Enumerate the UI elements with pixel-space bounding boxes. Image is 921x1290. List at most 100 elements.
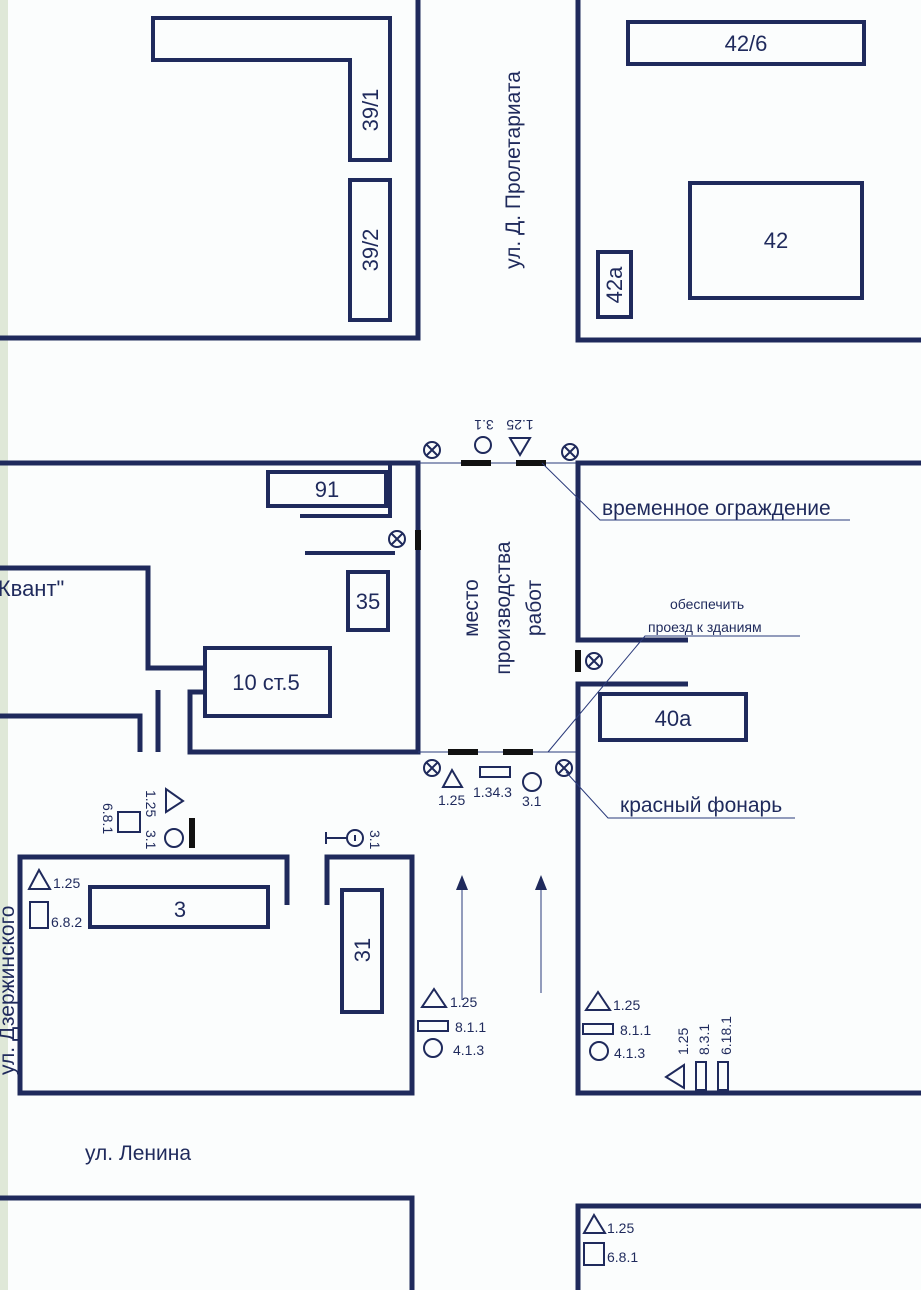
building-31-label: 31 [350, 938, 375, 962]
street-lenina-label: ул. Ленина [85, 1142, 191, 1165]
red-lamp-icon [585, 652, 603, 670]
sign-label: 3.1 [143, 830, 159, 850]
building-31 [340, 888, 384, 1014]
building-40a-label: 40а [655, 706, 692, 731]
building-39-2 [348, 178, 392, 322]
block-bottom-left: 3 31 1.25 6.8.2 [17, 854, 415, 1096]
red-lamp-icon [561, 443, 579, 461]
building-10-st5-label: 10 ст.5 [232, 670, 300, 695]
red-lamp-icon [388, 530, 406, 548]
signs-middle: 1.25 8.1.1 4.1.3 [417, 987, 486, 1058]
signs-right: 1.25 8.1.1 4.1.3 1.25 8.3.1 6.18.1 [582, 990, 734, 1091]
building-35 [346, 570, 390, 632]
sign-label: 1.25 [675, 1028, 691, 1055]
callouts: временное ограждение обеспечить проезд к… [541, 462, 850, 819]
sign-label: 6.8.1 [607, 1249, 638, 1265]
arrow-up-icon [456, 875, 468, 890]
callout-red-lamp: красный фонарь [620, 794, 782, 817]
sign-label: 1.25 [506, 417, 533, 433]
red-lamp-icon [423, 441, 441, 459]
circle-sign-icon [522, 772, 542, 792]
block-bottom: 1.25 6.8.1 [0, 1195, 921, 1290]
sign-label: 6.8.1 [100, 803, 116, 834]
building-42-6 [626, 20, 866, 66]
sign-label: 1.25 [53, 875, 80, 891]
street-dzerzhinskogo-label: ул. Дзержинского [0, 906, 19, 1076]
circle-sign-icon [474, 436, 492, 454]
red-lamp-icon [423, 759, 441, 777]
building-3 [88, 885, 270, 929]
signs-work-zone-bottom: 1.25 1.34.3 3.1 [438, 766, 542, 809]
sign-label: 3.1 [474, 417, 494, 433]
triangle-sign-icon [441, 767, 464, 788]
kvant-label: "Квант" [0, 576, 64, 601]
building-35-label: 35 [356, 589, 380, 614]
triangle-sign-icon [165, 787, 185, 814]
triangle-sign-icon [664, 1063, 685, 1090]
triangle-sign-icon [582, 1213, 607, 1234]
sign-label: 3.1 [522, 793, 542, 809]
sign-label: 8.1.1 [620, 1022, 651, 1038]
square-sign-icon [583, 1242, 605, 1266]
rect-sign-icon [695, 1061, 707, 1091]
square-sign-icon [117, 811, 141, 833]
triangle-sign-icon [584, 990, 612, 1011]
building-3-label: 3 [174, 897, 186, 922]
building-42a [596, 250, 633, 319]
building-42a-label: 42а [602, 266, 627, 303]
scan-edge [0, 0, 8, 1290]
sign-label: 3.1 [367, 830, 383, 850]
sign-label: 1.34.3 [473, 784, 512, 800]
sign-label: 1.25 [613, 997, 640, 1013]
sign-label: 8.3.1 [696, 1024, 712, 1055]
sign-label: 6.8.2 [51, 914, 82, 930]
street-proletariata-label: ул. Д. Пролетариата [502, 71, 525, 269]
circle-sign-icon [164, 828, 184, 848]
building-42-6-label: 42/6 [725, 31, 768, 56]
rect-sign-icon [717, 1061, 729, 1091]
sign-label: 4.1.3 [453, 1042, 484, 1058]
work-zone: место производства работ [415, 460, 581, 755]
building-91 [266, 470, 388, 508]
rect-sign-icon [582, 1023, 614, 1035]
work-zone-line1: место [460, 579, 483, 637]
signs-top: 3.1 1.25 [474, 417, 534, 457]
triangle-sign-icon [27, 867, 52, 890]
sign-label: 1.25 [450, 994, 477, 1010]
callout-temporary-fence: временное ограждение [602, 497, 831, 520]
circle-sign-icon [589, 1041, 609, 1061]
red-lamps [388, 441, 603, 777]
triangle-sign-icon [508, 437, 532, 457]
work-zone-line3: работ [523, 580, 546, 637]
block-top-right: 42/6 42 42а [575, 0, 921, 343]
building-42-label: 42 [764, 228, 788, 253]
building-91-label: 91 [315, 477, 339, 502]
stop-sign-icon [325, 829, 364, 847]
building-42 [688, 181, 864, 300]
sign-label: 1.25 [607, 1220, 634, 1236]
red-lamp-icon [555, 759, 573, 777]
building-39-2-label: 39/2 [358, 229, 383, 272]
callout-access-line1: обеспечить [670, 596, 744, 612]
building-10-st5 [203, 646, 332, 718]
sign-label: 6.18.1 [718, 1016, 734, 1055]
building-39-1 [151, 16, 392, 162]
building-39-1-label: 39/1 [358, 89, 383, 132]
sign-label: 1.25 [438, 792, 465, 808]
rect-sign-icon [479, 766, 511, 778]
signs-northwest: 1.25 6.8.1 3.1 3.1 [100, 787, 383, 850]
block-middle-left: 91 35 10 ст.5 "Квант" [0, 460, 421, 755]
triangle-sign-icon [420, 987, 448, 1008]
square-sign-icon [29, 901, 49, 929]
traffic-direction-arrows [456, 875, 547, 1000]
sign-label: 8.1.1 [455, 1019, 486, 1035]
callout-access-line2: проезд к зданиям [648, 619, 762, 635]
arrow-up-icon [535, 875, 547, 890]
circle-sign-icon [423, 1038, 443, 1058]
work-zone-line2: производства [492, 541, 515, 675]
building-40a [598, 692, 748, 742]
block-top-left: 39/1 39/2 [0, 0, 421, 341]
rect-sign-icon [417, 1020, 449, 1032]
sign-label: 4.1.3 [614, 1045, 645, 1061]
